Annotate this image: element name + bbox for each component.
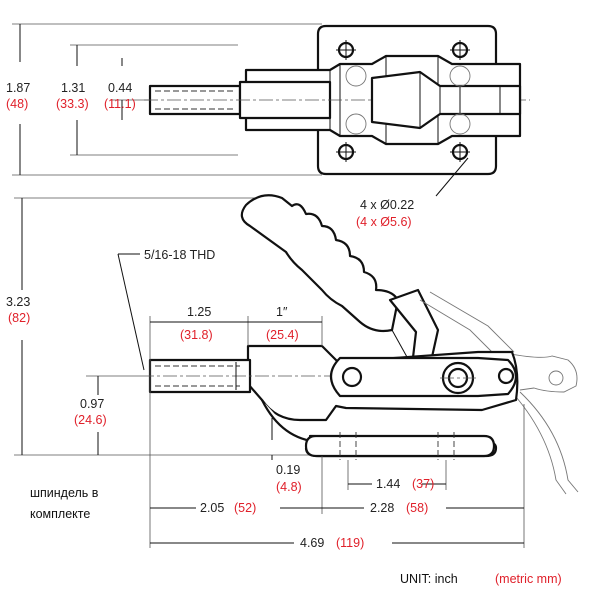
stroke-a-metric: (31.8) [180, 328, 213, 342]
note-line-1: шпиндель в [30, 486, 99, 500]
units-label: UNIT: inch [400, 572, 458, 586]
side-height-metric: (82) [8, 311, 30, 325]
rear-pin [497, 367, 515, 385]
plunger-height-label: 0.97 [80, 397, 104, 411]
handle-grip [240, 194, 400, 333]
stroke-b-label: 1″ [276, 305, 288, 319]
plunger-offset-metric: (11.1) [104, 97, 136, 111]
top-height-overall-label: 1.87 [6, 81, 30, 95]
pivot-pin [341, 366, 363, 388]
overall-length-metric: (119) [336, 536, 364, 550]
plunger-height-metric: (24.6) [74, 413, 107, 427]
base [304, 434, 496, 458]
hole-spacing-label: 1.44 [376, 477, 400, 491]
overall-length-label: 4.69 [300, 536, 324, 550]
front-length-metric: (52) [234, 501, 256, 515]
side-height-label: 3.23 [6, 295, 30, 309]
note-line-2: комплекте [30, 507, 90, 521]
top-height-inner-label: 1.31 [61, 81, 85, 95]
top-view: 1.87 (48) 1.31 (33.3) 0.44 (11.1) 4 x Ø0… [6, 23, 530, 229]
hole-spacing-metric: (37) [412, 477, 434, 491]
side-view: 5/16-18 THD 3.23 (82) 1.25 (31.8) 1″ (25… [6, 194, 579, 550]
rear-length-metric: (58) [406, 501, 428, 515]
plunger-offset-label: 0.44 [108, 81, 132, 95]
stroke-a-label: 1.25 [187, 305, 211, 319]
hole-callout-metric: (4 x Ø5.6) [356, 215, 412, 229]
base-thickness-label: 0.19 [276, 463, 300, 477]
front-length-label: 2.05 [200, 501, 224, 515]
top-height-overall-metric: (48) [6, 97, 28, 111]
hole-callout-label: 4 x Ø0.22 [360, 198, 414, 212]
linkage [370, 70, 522, 130]
units-metric: (metric mm) [495, 572, 562, 586]
rear-length-label: 2.28 [370, 501, 394, 515]
stroke-b-metric: (25.4) [266, 328, 299, 342]
top-height-inner-metric: (33.3) [56, 97, 89, 111]
base-thickness-metric: (4.8) [276, 480, 302, 494]
thread-label: 5/16-18 THD [144, 248, 215, 262]
